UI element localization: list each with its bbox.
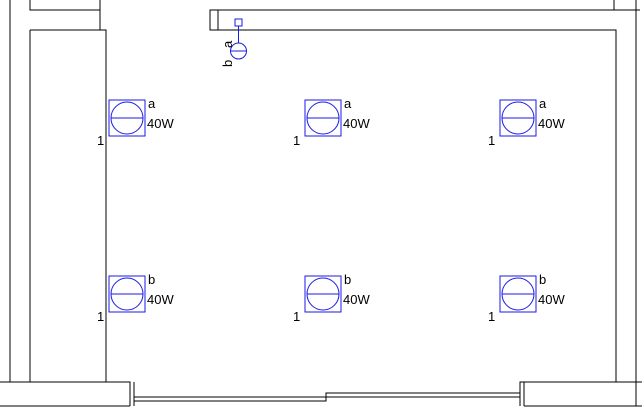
light-fixture-bottom-right: b 40W 1 xyxy=(488,272,565,324)
wall-top-right xyxy=(209,0,615,30)
light-fixture-top-left: a 40W 1 xyxy=(97,96,174,148)
fixture-count-label: 1 xyxy=(293,133,300,148)
window-line-inner xyxy=(134,396,520,402)
light-fixture-top-middle: a 40W 1 xyxy=(293,96,370,148)
fixture-wattage-label: 40W xyxy=(343,292,370,307)
fixture-circuit-label: a xyxy=(148,96,156,111)
wall-top-right-edge xyxy=(209,10,219,31)
switch-label-b: b xyxy=(220,60,235,67)
wall-bottom-left xyxy=(0,381,131,406)
switch-label-a: a xyxy=(220,40,235,48)
fixture-count-label: 1 xyxy=(293,309,300,324)
fixture-circuit-label: b xyxy=(344,272,351,287)
fixture-count-label: 1 xyxy=(97,133,104,148)
fixture-circuit-label: a xyxy=(539,96,547,111)
wall-partition-left xyxy=(100,29,107,382)
wall-bottom-right xyxy=(519,381,616,406)
fixture-count-label: 1 xyxy=(488,309,495,324)
fixture-wattage-label: 40W xyxy=(538,292,565,307)
wall-top-left xyxy=(29,0,101,30)
light-fixture-bottom-middle: b 40W 1 xyxy=(293,272,370,324)
wall-left-outer xyxy=(0,0,11,383)
fixture-wattage-label: 40W xyxy=(147,116,174,131)
fixture-circuit-label: b xyxy=(539,272,546,287)
switch-box xyxy=(234,18,243,27)
light-fixture-top-right: a 40W 1 xyxy=(488,96,565,148)
fixture-wattage-label: 40W xyxy=(538,116,565,131)
fixture-count-label: 1 xyxy=(488,133,495,148)
light-fixture-bottom-left: b 40W 1 xyxy=(97,272,174,324)
window-line-outer xyxy=(134,392,520,398)
fixture-count-label: 1 xyxy=(97,309,104,324)
wall-room-top xyxy=(218,29,617,382)
fixture-circuit-label: b xyxy=(148,272,155,287)
light-switch: a b xyxy=(220,18,247,67)
fixture-wattage-label: 40W xyxy=(147,292,174,307)
fixture-wattage-label: 40W xyxy=(343,116,370,131)
light-fixtures: a 40W 1 a 40W 1 a 40W 1 b 40W 1 b 40W 1 b 40W 1 xyxy=(97,96,565,324)
fixture-circuit-label: a xyxy=(344,96,352,111)
